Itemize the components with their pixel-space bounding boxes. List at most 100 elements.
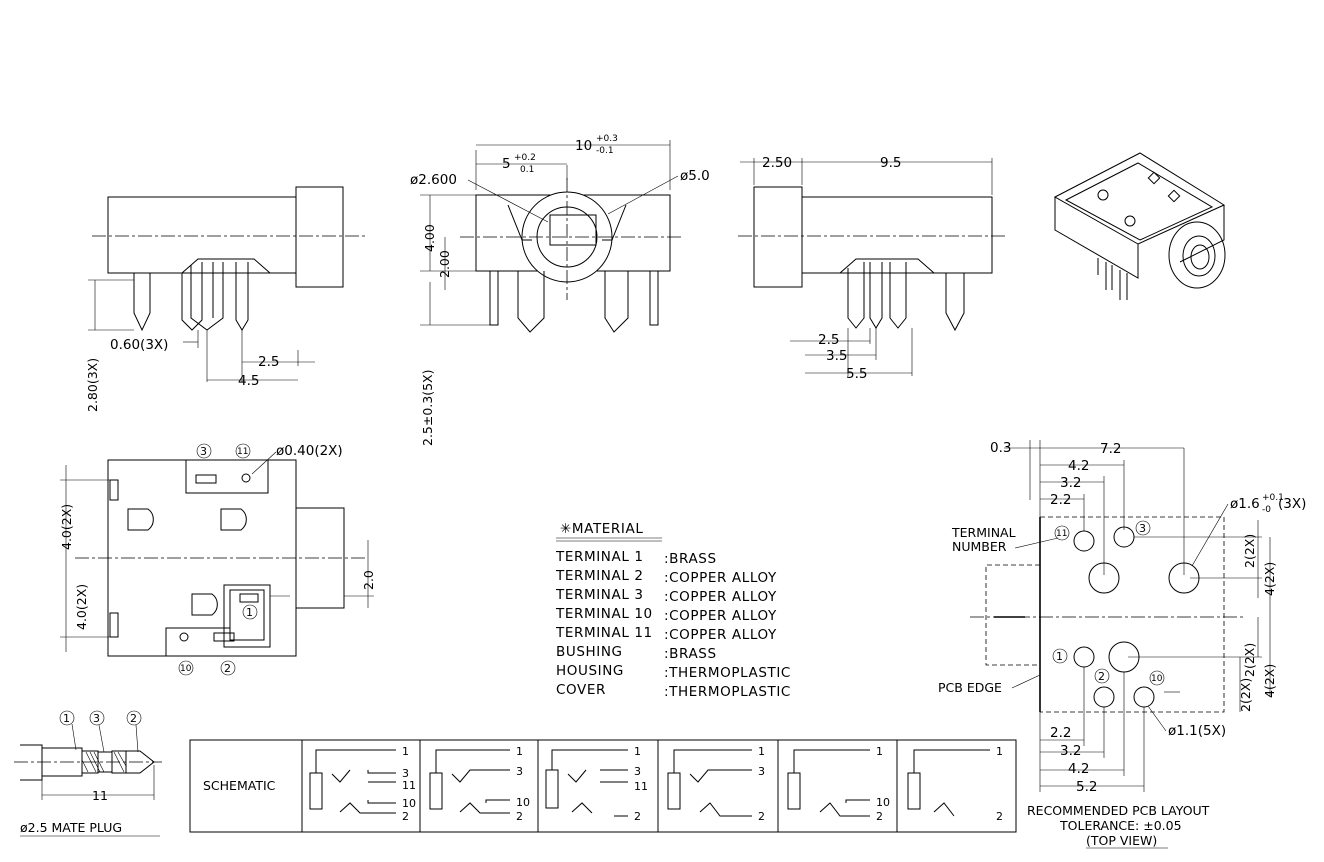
pcb-offset-03: 0.3	[990, 440, 1011, 456]
pcb-edge-label: PCB EDGE	[938, 680, 1002, 695]
pcb-big-hole-count: (3X)	[1278, 496, 1306, 512]
top-terminal-2: 2	[224, 662, 231, 675]
sch1-pin-2: 2	[402, 810, 409, 823]
pcb-right-4x-upper: 4(2X)	[1262, 562, 1277, 596]
pcb-bottom-52: 5.2	[1076, 779, 1097, 795]
pcb-terminal-number-label2: NUMBER	[952, 539, 1007, 554]
pcb-bottom-22: 2.2	[1050, 725, 1071, 741]
side-height: 4.00	[422, 224, 437, 252]
pcb-terminal-11: 11	[1056, 529, 1067, 539]
side-half: 5	[502, 156, 511, 172]
pcb-terminal-3: 3	[1139, 522, 1146, 535]
sch2-pin-10: 10	[516, 796, 530, 809]
material-row-value: :COPPER ALLOY	[664, 589, 777, 605]
pcb-right-2x-edge: 2(2X)	[1238, 678, 1253, 712]
plug-terminal-2: 2	[130, 712, 137, 725]
material-row-value: :COPPER ALLOY	[664, 608, 777, 624]
side-width-main: 10	[575, 138, 592, 154]
plug-length: 11	[92, 788, 108, 803]
pcb-bottom-32: 3.2	[1060, 743, 1081, 759]
front-pitch-small: 2.5	[258, 354, 279, 370]
sch2-pin-3: 3	[516, 765, 523, 778]
side-view: 10 +0.3 -0.1 5 +0.2 0.1 ø2.600 ø5.0 4.00…	[410, 134, 710, 446]
material-row-value: :BRASS	[664, 646, 717, 662]
material-row-name: TERMINAL 11	[555, 625, 653, 641]
material-row-name: TERMINAL 3	[555, 587, 644, 603]
top-view: 3 11 1 10 2 ø0.40(2X) 4.0(2X) 4.0(2X) 2.…	[59, 443, 376, 676]
material-row-value: :BRASS	[664, 551, 717, 567]
material-row-value: :THERMOPLASTIC	[664, 665, 791, 681]
pcb-right-2x-lower: 2(2X)	[1242, 643, 1257, 677]
pcb-layout: 11 3 1 2 10 0.3 7.2 4.2 3.2 2.2 ø1.6 +0.…	[938, 440, 1306, 849]
pcb-dim-42: 4.2	[1068, 458, 1089, 474]
pcb-dim-22: 2.2	[1050, 492, 1071, 508]
sch4-pin-3: 3	[758, 765, 765, 778]
material-row-value: :COPPER ALLOY	[664, 570, 777, 586]
sch3-pin-3: 3	[634, 765, 641, 778]
side-half-tol-up: +0.2	[514, 153, 536, 163]
rear-pitch-3: 5.5	[846, 366, 867, 382]
pcb-big-hole-tol-up: +0.1	[1262, 493, 1284, 503]
pcb-small-hole: ø1.1(5X)	[1168, 723, 1226, 739]
pcb-tolerance: TOLERANCE: ±0.05	[1059, 818, 1182, 833]
pcb-dim-32: 3.2	[1060, 475, 1081, 491]
sch6-pin-1: 1	[996, 745, 1003, 758]
pcb-big-hole-dia: ø1.6	[1230, 496, 1260, 512]
sch1-pin-11: 11	[402, 779, 416, 792]
sch4-pin-1: 1	[758, 745, 765, 758]
material-title: ✳MATERIAL	[560, 521, 643, 537]
side-width-tol-dn: -0.1	[596, 146, 614, 156]
sch1-pin-1: 1	[402, 745, 409, 758]
rear-view: 2.50 9.5 2.5 3.5 5.5	[738, 155, 1006, 382]
material-table: ✳MATERIAL TERMINAL 1 :BRASS TERMINAL 2 :…	[555, 521, 791, 700]
top-terminal-3: 3	[200, 445, 207, 458]
sch6-pin-2: 2	[996, 810, 1003, 823]
pcb-terminal-2: 2	[1098, 670, 1105, 683]
pcb-big-hole-tol-dn: -0	[1262, 505, 1271, 515]
side-hole-dia: ø2.600	[410, 172, 457, 188]
sch1-pin-10: 10	[402, 797, 416, 810]
sch2-pin-2: 2	[516, 810, 523, 823]
front-pin-width: 0.60(3X)	[110, 337, 168, 353]
plug-title: ø2.5 MATE PLUG	[20, 820, 122, 835]
material-row-name: HOUSING	[556, 663, 624, 679]
mate-plug: 1 3 2 11 ø2.5 MATE PLUG	[14, 710, 162, 837]
pcb-caption: RECOMMENDED PCB LAYOUT	[1027, 803, 1210, 818]
material-row-name: TERMINAL 2	[555, 568, 644, 584]
pcb-width-72: 7.2	[1100, 441, 1121, 457]
rear-pitch-1: 2.5	[818, 332, 839, 348]
top-terminal-1: 1	[246, 606, 253, 619]
material-row-name: TERMINAL 1	[555, 549, 644, 565]
pcb-terminal-1: 1	[1056, 650, 1063, 663]
rear-bush-length: 2.50	[762, 155, 792, 171]
front-view: 2.80(3X) 0.60(3X) 2.5 4.5	[85, 186, 365, 412]
front-pitch-large: 4.5	[238, 373, 259, 389]
top-terminal-10: 10	[180, 664, 192, 674]
sch4-pin-2: 2	[758, 810, 765, 823]
side-width-tol-up: +0.3	[596, 134, 618, 144]
sch5-pin-1: 1	[876, 745, 883, 758]
material-row-name: BUSHING	[556, 644, 623, 660]
plug-terminal-3: 3	[93, 712, 100, 725]
front-pin-length: 2.80(3X)	[85, 358, 100, 412]
side-center: 2.00	[437, 250, 452, 278]
material-row-value: :COPPER ALLOY	[664, 627, 777, 643]
isometric-view	[1053, 152, 1226, 300]
pcb-terminal-number-label: TERMINAL	[951, 525, 1016, 540]
sch3-pin-11: 11	[634, 780, 648, 793]
schematic-strip: SCHEMATIC 1 3 11 10 2 1 3 10 2 1 3 11	[189, 739, 1017, 833]
top-half-lower: 4.0(2X)	[74, 584, 89, 630]
pcb-bottom-42: 4.2	[1068, 761, 1089, 777]
pcb-right-2x-upper: 2(2X)	[1242, 534, 1257, 568]
sch1-pin-3: 3	[402, 767, 409, 780]
sch5-pin-10: 10	[876, 796, 890, 809]
side-half-tol-dn: 0.1	[520, 165, 534, 175]
sch3-pin-2: 2	[634, 810, 641, 823]
rear-pitch-2: 3.5	[826, 348, 847, 364]
sch2-pin-1: 1	[516, 745, 523, 758]
sch5-pin-2: 2	[876, 810, 883, 823]
material-row-name: TERMINAL 10	[555, 606, 653, 622]
plug-terminal-1: 1	[63, 712, 70, 725]
top-terminal-11: 11	[237, 447, 248, 457]
top-hole-dia: ø0.40(2X)	[276, 443, 343, 459]
